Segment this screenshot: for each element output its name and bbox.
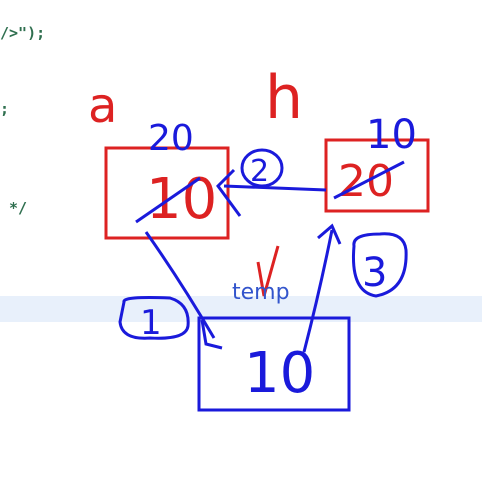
arrow-b-to-a [223, 184, 327, 192]
strike-a [135, 176, 201, 224]
code-line-1: />"); [0, 24, 46, 42]
code-line-3: */ [0, 199, 28, 217]
box-a-new-value: 20 [148, 118, 194, 159]
strike-b [333, 160, 405, 200]
box-b-new-value: 10 [366, 112, 417, 158]
arrow-a-to-temp-head [200, 319, 223, 350]
down-arrow-red [256, 245, 280, 297]
code-line-2: ; [0, 100, 10, 118]
mark-h: h [265, 63, 303, 133]
temp-label: temp [232, 280, 290, 305]
step-3-label: 3 [362, 250, 387, 296]
box-a-old-value: 10 [146, 167, 217, 232]
arrow-temp-to-b-head [317, 223, 342, 245]
step-3-circle [351, 232, 408, 298]
label-a: a [88, 78, 117, 134]
arrow-temp-to-b [302, 229, 334, 353]
variable-box-temp [197, 316, 351, 412]
step-1-label: 1 [140, 303, 162, 343]
variable-box-a [104, 146, 230, 240]
step-2-label: 2 [250, 154, 269, 189]
step-1-circle [118, 296, 190, 340]
arrow-a-to-temp [144, 231, 216, 339]
variable-box-b [324, 138, 430, 213]
arrow-b-to-a-head [216, 168, 242, 217]
step-2-circle [240, 148, 284, 188]
